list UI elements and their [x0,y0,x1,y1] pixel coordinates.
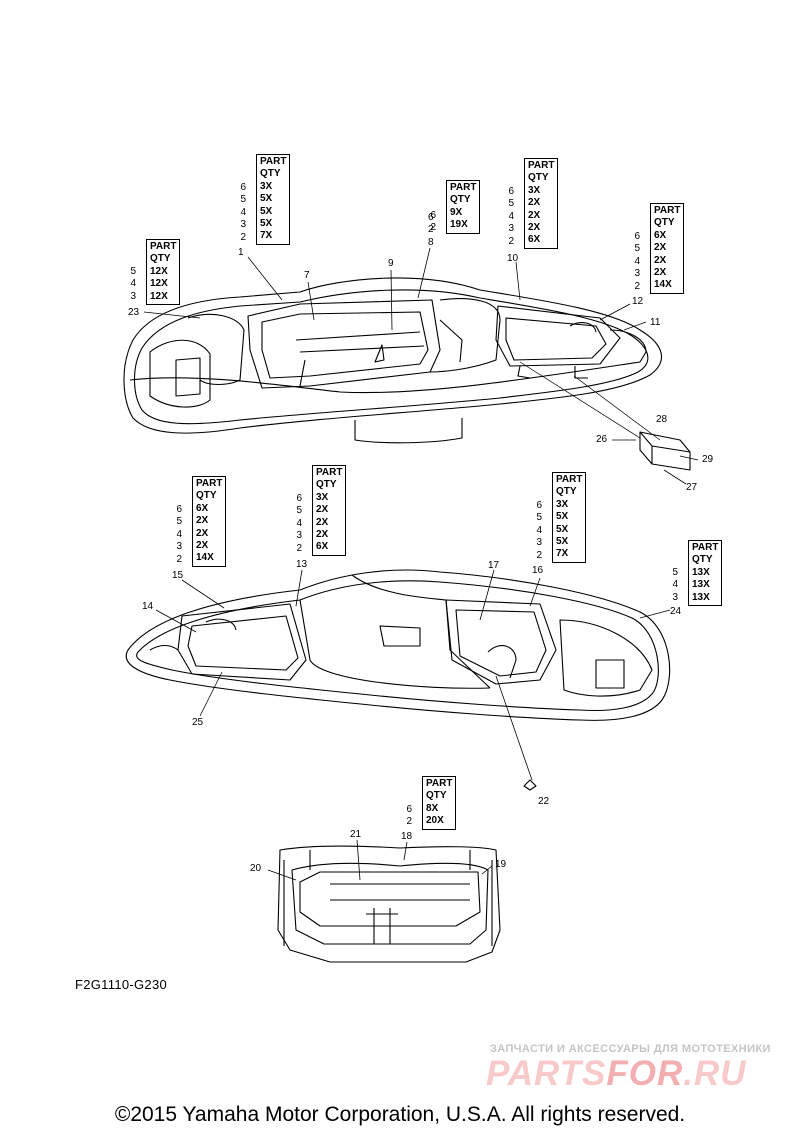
detail-part-box [519,361,691,471]
callout-26: 26 [596,434,608,445]
callout-12: 12 [632,296,644,307]
qty-table-3: PART QTY 3X 2X 2X 2X 6X [524,158,559,249]
qty-table-8: PART QTY 3X 5X 5X 5X 7X [552,472,587,563]
callout-27: 27 [686,482,698,493]
callout-1: 1 [238,247,244,258]
qty-table-7: PART QTY 3X 2X 2X 2X 6X [312,465,347,556]
callout-13: 13 [296,559,308,570]
qty-table-6: PART QTY 6X 2X 2X 2X 14X [192,476,227,567]
figure-id: F2G1110-G230 [75,977,168,992]
callout-16: 16 [532,565,544,576]
callout-20: 20 [250,863,262,874]
qty-table-1: PART QTY 3X 5X 5X 5X 7X [256,154,291,245]
callout-17: 17 [488,560,500,571]
copyright-notice: ©2015 Yamaha Motor Corporation, U.S.A. A… [114,1103,686,1126]
callout-2: 2 [428,224,434,235]
callout-8: 8 [428,237,434,248]
callout-25: 25 [192,717,204,728]
middle-deck-drawing [125,569,671,791]
callout-14: 14 [142,601,154,612]
callout-18: 18 [401,831,413,842]
leader-lines [143,247,699,881]
qty-table-4: PART QTY 12X 12X 12X [146,239,181,306]
callout-7: 7 [304,270,310,281]
callout-29: 29 [702,454,714,465]
upper-deck-drawing [123,277,663,444]
callout-19: 19 [495,859,507,870]
callout-11: 11 [650,317,661,328]
qty-table-5: PART QTY 6X 2X 2X 2X 14X [650,203,685,294]
callout-22: 22 [538,796,550,807]
callout-21: 21 [350,829,362,840]
watermark-logo: PARTSFOR.RU [486,1054,747,1093]
callout-28: 28 [656,414,668,425]
callout-24: 24 [670,606,682,617]
callout-9: 9 [388,258,394,269]
callout-10: 10 [507,253,519,264]
callout-15: 15 [172,570,184,581]
qty-table-10: PART QTY 8X 20X [422,776,457,830]
qty-table-2: PART QTY 9X 19X [446,180,481,234]
watermark-subtitle: ЗАПЧАСТИ И АКСЕССУАРЫ ДЛЯ МОТОТЕХНИКИ [490,1043,771,1055]
callout-6: 6 [428,212,434,223]
qty-table-9: PART QTY 13X 13X 13X [688,540,723,607]
callout-23: 23 [128,307,140,318]
lower-storage-drawing [277,845,501,963]
